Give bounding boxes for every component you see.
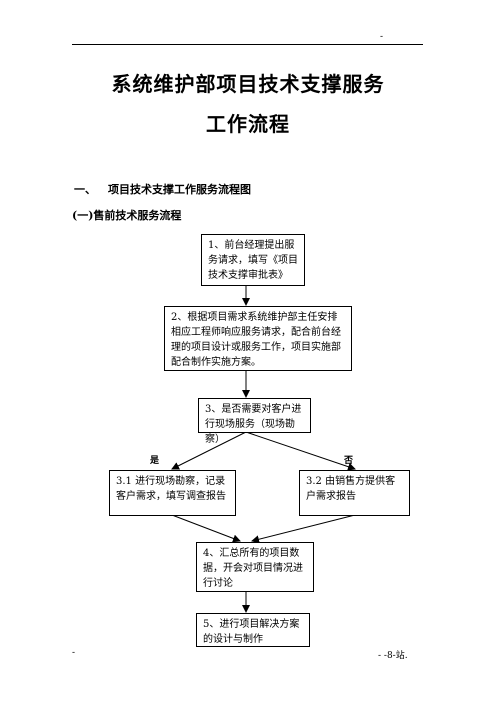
section-title: 项目技术支撑工作服务流程图: [108, 183, 251, 196]
header-mark: -: [380, 32, 384, 42]
flow-step-3-2: 3.2 由销售方提供客户需求报告: [299, 470, 410, 516]
flow-step-3: 3、是否需要对客户进行现场服务（现场勘察）: [198, 398, 311, 445]
arrow-3-to-3-1: [171, 431, 247, 470]
no-label: 否: [344, 456, 354, 466]
arrow-3-1-to-4: [171, 514, 241, 543]
flow-step-4: 4、汇总所有的项目数据，开会对项目情况进行讨论: [196, 542, 314, 592]
arrow-3-2-to-4: [251, 514, 356, 544]
page-number: - -8-站.: [378, 651, 408, 661]
flow-step-3-1: 3.1 进行现场勘察，记录客户需求，填写调查报告: [109, 470, 236, 516]
flow-step-2: 2、根据项目需求系统维护部主任安排相应工程师响应服务请求，配合前台经理的项目设计…: [164, 306, 352, 371]
section-heading: 一、项目技术支撑工作服务流程图: [74, 181, 251, 197]
document-subtitle: 工作流程: [206, 112, 290, 136]
subsection-heading: (一)售前技术服务流程: [72, 209, 182, 222]
header-rule: [72, 44, 423, 45]
document-title: 系统维护部项目技术支撑服务: [111, 72, 385, 96]
section-number: 一、: [74, 183, 96, 196]
flow-step-1: 1、前台经理提出服务请求，填写《项目技术支撑审批表》: [201, 234, 305, 286]
flow-step-5: 5、进行项目解决方案的设计与制作: [196, 613, 310, 647]
yes-label: 是: [150, 456, 160, 466]
arrow-3-to-3-2: [245, 431, 356, 471]
footer-left-mark: -: [72, 648, 76, 658]
